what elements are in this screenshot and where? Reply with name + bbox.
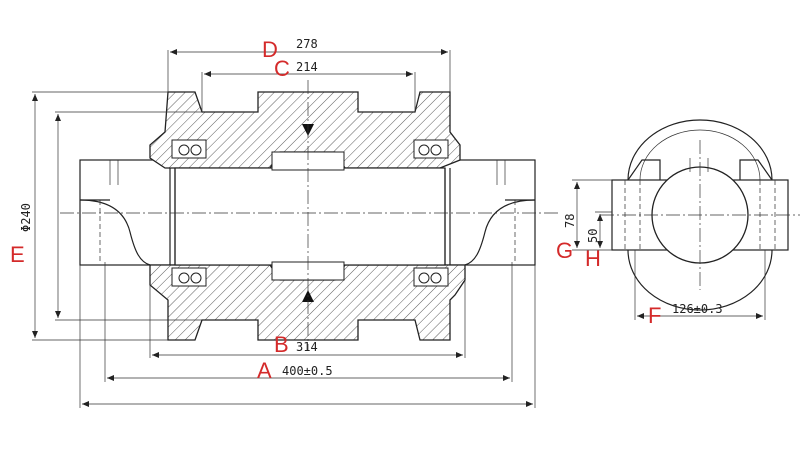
dim-50: 50 (586, 229, 600, 243)
seal-lower-right (413, 267, 449, 287)
dim-314: 314 (296, 340, 318, 354)
callout-b: B (274, 332, 289, 357)
callout-e: E (10, 242, 25, 267)
seal-upper-left (171, 139, 207, 159)
dim-214: 214 (296, 60, 318, 74)
end-view-dimensions (572, 179, 766, 320)
dim-278: 278 (296, 37, 318, 51)
callout-g: G (556, 238, 573, 263)
callout-f: F (648, 303, 661, 328)
callout-a: A (257, 358, 272, 383)
seal-lower-left (171, 267, 207, 287)
callout-c: C (274, 56, 290, 81)
end-view (600, 119, 800, 311)
dim-78: 78 (563, 214, 577, 228)
seal-upper-right (413, 139, 449, 159)
section-view (60, 80, 560, 350)
dim-126: 126±0.3 (672, 302, 723, 316)
callout-d: D (262, 37, 278, 62)
dim-400: 400±0.5 (282, 364, 333, 378)
dim-240: Φ240 (19, 203, 33, 232)
callout-h: H (585, 246, 601, 271)
dimension-lines (32, 49, 536, 408)
